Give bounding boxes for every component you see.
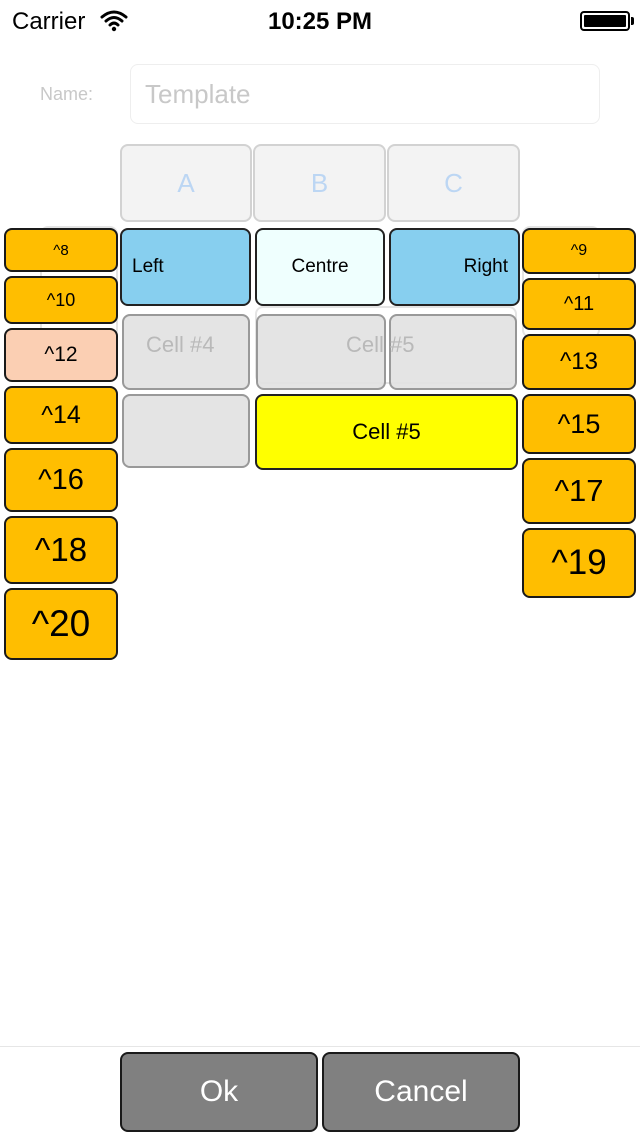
column-header-b[interactable]: B xyxy=(253,144,386,222)
cell-right-label: Right xyxy=(463,256,508,277)
side-button-15[interactable]: ^15 xyxy=(522,394,636,454)
side-button-8[interactable]: ^8 xyxy=(4,228,118,272)
cancel-button[interactable]: Cancel xyxy=(322,1052,520,1132)
ok-button[interactable]: Ok xyxy=(120,1052,318,1132)
ghost-cell-4-label: Cell #4 xyxy=(146,332,215,357)
ghost-cell xyxy=(122,314,250,390)
side-button-16[interactable]: ^16 xyxy=(4,448,118,512)
cell-left[interactable]: Left xyxy=(120,228,251,306)
side-button-17[interactable]: ^17 xyxy=(522,458,636,524)
battery-tip xyxy=(631,17,634,25)
name-label: Name: xyxy=(40,84,94,104)
wifi-icon xyxy=(100,10,128,32)
clock: 10:25 PM xyxy=(267,8,373,35)
side-button-19[interactable]: ^19 xyxy=(522,528,636,598)
side-button-9[interactable]: ^9 xyxy=(522,228,636,274)
side-button-13[interactable]: ^13 xyxy=(522,334,636,390)
ghost-cell-5-label: Cell #5 xyxy=(346,332,415,357)
side-button-20[interactable]: ^20 xyxy=(4,588,118,660)
side-button-11[interactable]: ^11 xyxy=(522,278,636,330)
column-header-c[interactable]: C xyxy=(387,144,520,222)
bottom-separator xyxy=(0,1046,640,1047)
cell-right[interactable]: Right xyxy=(389,228,520,306)
column-header-a[interactable]: A xyxy=(120,144,252,222)
cell-centre[interactable]: Centre xyxy=(255,228,385,306)
battery-icon xyxy=(580,11,630,31)
side-button-10[interactable]: ^10 xyxy=(4,276,118,324)
cell-left-label: Left xyxy=(132,256,164,277)
side-button-14[interactable]: ^14 xyxy=(4,386,118,444)
cell-5-highlight[interactable]: Cell #5 xyxy=(255,394,518,470)
side-button-12[interactable]: ^12 xyxy=(4,328,118,382)
side-button-18[interactable]: ^18 xyxy=(4,516,118,584)
carrier-label: Carrier xyxy=(12,8,86,35)
ghost-cell xyxy=(389,314,517,390)
cell-centre-label: Centre xyxy=(291,256,349,277)
ghost-cell xyxy=(256,314,386,390)
ghost-cell xyxy=(122,394,250,468)
name-input[interactable] xyxy=(130,64,600,124)
cell-5-label: Cell #5 xyxy=(352,419,421,444)
